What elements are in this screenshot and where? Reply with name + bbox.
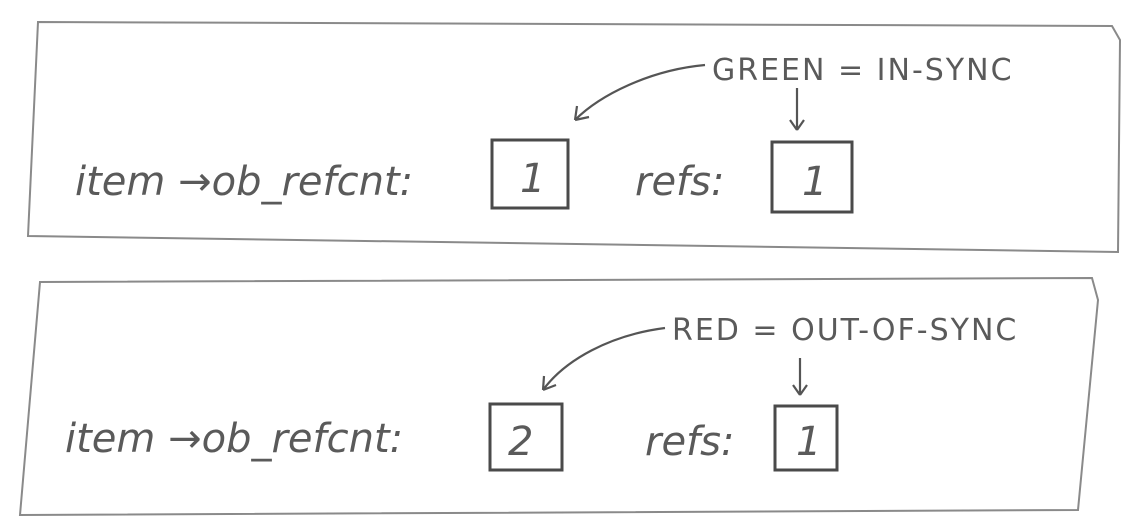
- refcnt-value: 1: [520, 156, 545, 202]
- refcnt-label: item →ob_refcnt:: [75, 159, 413, 205]
- refcnt-label: item →ob_refcnt:: [65, 416, 403, 462]
- refs-box: [773, 404, 839, 472]
- panel-in-sync: GREEN = IN-SYNC item →ob_refcnt: 1 refs:…: [26, 20, 1122, 254]
- arrow-to-refcnt: [541, 326, 666, 392]
- panel-frame: [26, 20, 1122, 254]
- refs-value: 1: [802, 159, 827, 205]
- arrow-to-refs: [792, 358, 808, 396]
- refs-value: 1: [796, 419, 821, 465]
- refcnt-box: [490, 138, 570, 210]
- refs-label: refs:: [635, 159, 724, 205]
- legend-out-of-sync: RED = OUT-OF-SYNC: [672, 313, 1018, 348]
- refs-label: refs:: [645, 419, 734, 465]
- refcnt-value: 2: [508, 419, 533, 465]
- refs-box: [770, 140, 854, 214]
- arrow-to-refcnt: [573, 63, 706, 122]
- refcnt-box: [488, 402, 564, 472]
- panel-out-of-sync: RED = OUT-OF-SYNC item →ob_refcnt: 2 ref…: [18, 276, 1100, 517]
- arrow-to-refs: [789, 88, 805, 131]
- panel-frame: [18, 276, 1100, 517]
- legend-in-sync: GREEN = IN-SYNC: [712, 53, 1014, 88]
